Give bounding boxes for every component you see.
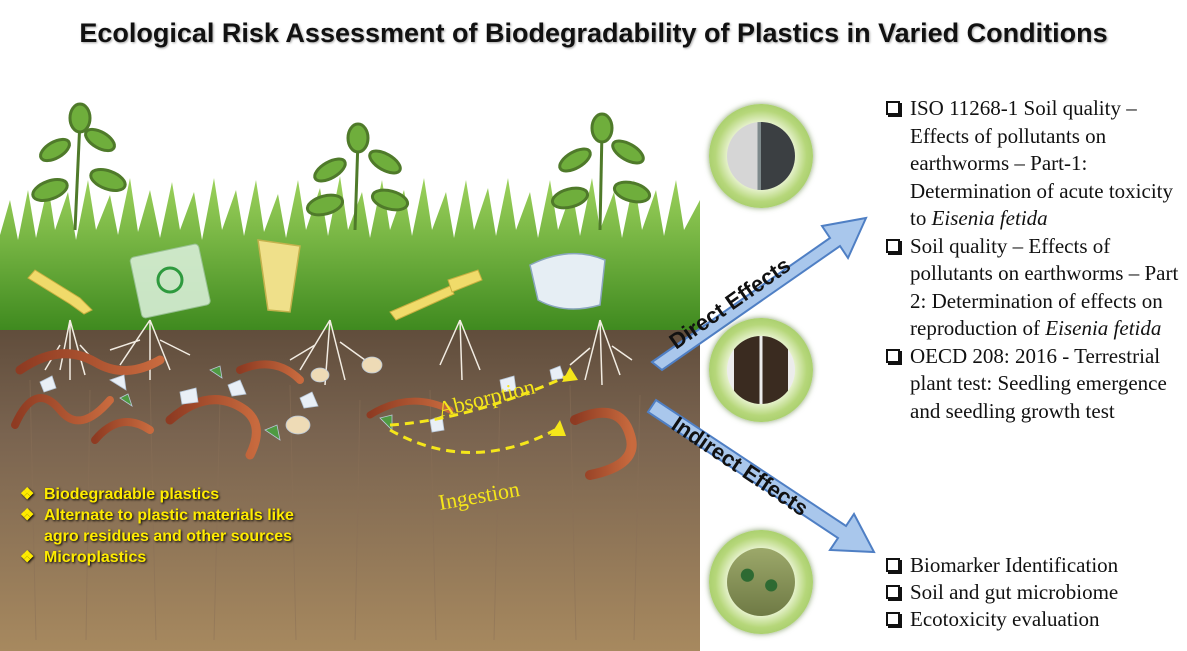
indirect-effects-label: Indirect Effects [667, 411, 813, 521]
plant-left [31, 102, 127, 231]
plastic-cup-icon [257, 239, 301, 313]
checkbox-bullet-icon [886, 585, 900, 599]
absorption-arrowhead [562, 367, 578, 382]
soil-texture [29, 379, 641, 641]
soil-layer [0, 320, 700, 651]
list-item: ISO 11268-1 Soil quality – Effects of po… [883, 95, 1183, 233]
incubator-photo-circle [709, 104, 813, 208]
seedling-photo-circle [709, 530, 813, 634]
checkbox-bullet-icon [886, 612, 900, 626]
list-item: Biomarker Identification [883, 552, 1183, 579]
page-title: Ecological Risk Assessment of Biodegrada… [79, 18, 1108, 48]
checkbox-bullet-icon [886, 558, 900, 572]
plant-roots [44, 319, 633, 386]
legend-item: ❖Microplastics [20, 549, 147, 566]
face-mask-icon [529, 252, 606, 310]
diamond-bullet-icon: ❖ [20, 549, 35, 566]
plant-right [550, 112, 652, 231]
plastic-fork-icon [389, 269, 483, 321]
soil-scene: Absorption Ingestion [0, 80, 700, 651]
diamond-bullet-icon: ❖ [20, 507, 35, 524]
plastic-types-legend: ❖Biodegradable plastics ❖Alternate to pl… [18, 484, 318, 568]
pathway-arrows [389, 373, 571, 454]
effect-arrows: Direct Effects Indirect Effects [646, 216, 876, 554]
soil-tray-image [727, 336, 795, 404]
legend-item: ❖Biodegradable plastics [20, 486, 220, 503]
diamond-bullet-icon: ❖ [20, 486, 35, 503]
legend-item: ❖Alternate to plastic materials like agr… [20, 507, 294, 545]
earthworms [11, 349, 637, 480]
incubator-image [727, 122, 795, 190]
plastic-knife-icon [27, 269, 93, 315]
checkbox-bullet-icon [886, 238, 900, 253]
scene-illustration: Absorption Ingestion [0, 102, 700, 651]
list-item: Soil and gut microbiome [883, 579, 1183, 606]
checkbox-bullet-icon [886, 348, 900, 363]
soil-tray-photo-circle [709, 318, 813, 422]
seedling-image [727, 548, 795, 616]
list-item: Ecotoxicity evaluation [883, 606, 1183, 633]
plant-middle [305, 122, 410, 231]
recycle-bag-icon [129, 243, 211, 319]
checkbox-bullet-icon [886, 101, 900, 115]
plastic-fragments [39, 356, 565, 441]
direct-tests-list: ISO 11268-1 Soil quality – Effects of po… [883, 95, 1183, 425]
list-item: OECD 208: 2016 - Terrestrial plant test:… [883, 343, 1183, 426]
ingestion-arrowhead [550, 420, 566, 436]
indirect-tests-list: Biomarker Identification Soil and gut mi… [883, 552, 1183, 633]
list-item: Soil quality – Effects of pollutants on … [883, 233, 1183, 343]
